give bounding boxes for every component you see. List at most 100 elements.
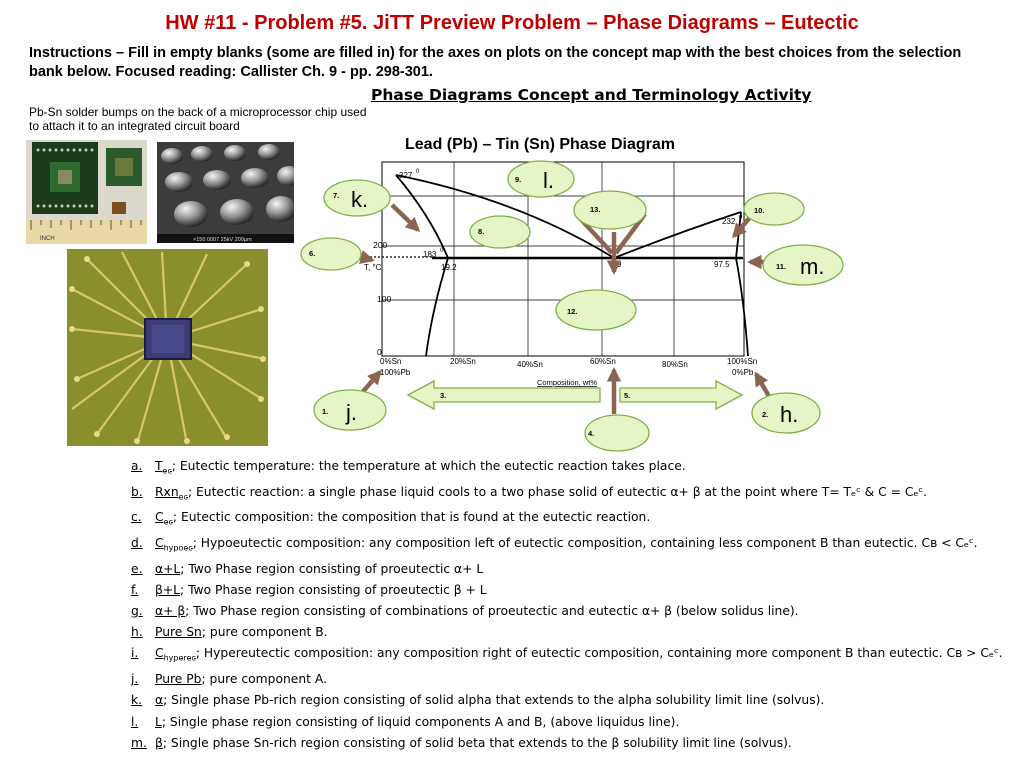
choice-letter: c. bbox=[131, 510, 142, 525]
choice-letter: g. bbox=[131, 604, 143, 619]
balloon-1-answer: j. bbox=[345, 400, 357, 425]
choice-description: ; pure component A. bbox=[201, 672, 327, 687]
choice-item: b. Rxnec; Eutectic reaction: a single pha… bbox=[131, 482, 1003, 508]
choice-term-subscript: hypoec bbox=[163, 543, 193, 553]
balloon-1-number: 1. bbox=[322, 407, 328, 416]
balloon-7-number: 7. bbox=[333, 191, 339, 200]
pb-melting-temp: 327 bbox=[399, 171, 413, 180]
x-tick-100pb: 100%Pb bbox=[380, 368, 411, 377]
choice-term: α+L bbox=[155, 562, 180, 576]
choice-term: Tec bbox=[155, 459, 172, 475]
choice-description: ; pure component B. bbox=[201, 625, 328, 640]
y-tick-100: 100 bbox=[377, 294, 391, 304]
choice-letter: i. bbox=[131, 646, 139, 661]
choice-term-main: L bbox=[155, 714, 162, 729]
liquidus-line-right bbox=[613, 211, 742, 259]
choice-description: ; Eutectic composition: the composition … bbox=[172, 510, 651, 525]
choice-term: β bbox=[155, 736, 163, 750]
balloon-10[interactable] bbox=[743, 192, 805, 226]
choice-item: m. β; Single phase Sn-rich region consist… bbox=[131, 733, 1003, 754]
ruler-label: INCH bbox=[40, 236, 55, 242]
choice-letter: a. bbox=[131, 459, 143, 473]
x-tick-0sn: 0%Sn bbox=[380, 357, 401, 366]
choice-item: a.Tec; Eutectic temperature: the tempera… bbox=[131, 456, 1003, 482]
choice-letter: f. bbox=[131, 582, 139, 597]
choice-term-subscript: ec bbox=[178, 492, 188, 502]
choice-term-main: C bbox=[155, 510, 164, 525]
balloon-9[interactable] bbox=[507, 160, 575, 198]
chip-package-photo: INCH bbox=[26, 140, 147, 244]
balloon-4[interactable] bbox=[584, 414, 650, 452]
x-tick-100sn: 100%Sn bbox=[727, 357, 757, 366]
phase-boundaries bbox=[395, 174, 749, 357]
choice-item: l.L; Single phase region consisting of l… bbox=[131, 712, 1003, 733]
x-tick-20sn: 20%Sn bbox=[450, 357, 476, 366]
choice-letter: e. bbox=[131, 561, 143, 576]
balloon-6[interactable] bbox=[300, 237, 362, 271]
x-tick-40sn: 40%Sn bbox=[517, 360, 543, 369]
beta-limit-label: 97.5 bbox=[714, 260, 730, 269]
balloon-7[interactable] bbox=[323, 179, 391, 217]
choice-description: ; Two Phase region consisting of proeute… bbox=[180, 582, 487, 597]
choice-item: e. α+L; Two Phase region consisting of pr… bbox=[131, 559, 1003, 580]
sn-melting-temp: 232 bbox=[722, 217, 736, 226]
balloon-12-number: 12. bbox=[567, 307, 577, 316]
x-tick-60sn: 60%Sn bbox=[590, 357, 616, 366]
choice-term-main: α+L bbox=[155, 561, 181, 576]
y-tick-0: 0 bbox=[377, 347, 382, 357]
choice-term: Pure Pb bbox=[155, 672, 201, 686]
balloon-10-number: 10. bbox=[754, 206, 764, 215]
balloon-11-answer: m. bbox=[800, 254, 824, 279]
balloon-2-number: 2. bbox=[762, 410, 768, 419]
balloon-11[interactable] bbox=[762, 244, 844, 286]
balloon-11-number: 11. bbox=[776, 262, 786, 271]
balloon-8[interactable] bbox=[469, 215, 531, 249]
choice-item: i.Chyperec; Hypereutectic composition: a… bbox=[131, 643, 1003, 669]
diagram-title: Lead (Pb) – Tin (Sn) Phase Diagram bbox=[405, 136, 675, 153]
choice-letter: m. bbox=[131, 735, 147, 750]
arrow-7 bbox=[390, 203, 421, 232]
page-title: HW #11 - Problem #5. JiTT Preview Proble… bbox=[165, 12, 859, 34]
choice-item: k.α; Single phase Pb-rich region consist… bbox=[131, 690, 1003, 711]
balloon-9-answer: l. bbox=[543, 168, 554, 193]
eutectic-temp-degree: 0 bbox=[440, 248, 444, 254]
choice-term: Chyperec bbox=[155, 646, 196, 662]
solvus-line-left bbox=[425, 257, 449, 357]
circuit-board-photo bbox=[67, 249, 268, 446]
choice-letter: h. bbox=[131, 625, 143, 640]
choice-letter: k. bbox=[131, 693, 143, 708]
choice-term-main: β bbox=[155, 735, 163, 750]
sem-scale-label: ×150 0007 25kV 200µm bbox=[193, 237, 252, 243]
choice-term: Rxnec bbox=[155, 485, 188, 502]
arrow-hypoeutectic bbox=[406, 379, 601, 411]
alpha-limit-label: 19.2 bbox=[441, 263, 457, 272]
choice-letter: j. bbox=[131, 672, 139, 687]
choice-letter: b. bbox=[131, 484, 143, 499]
choice-term: β+L bbox=[155, 583, 180, 597]
solder-bump-sem-photo: ×150 0007 25kV 200µm bbox=[157, 142, 294, 243]
balloon-1[interactable] bbox=[313, 389, 387, 431]
choice-item: j. Pure Pb; pure component A. bbox=[131, 669, 1003, 690]
choice-item: h. Pure Sn; pure component B. bbox=[131, 622, 1003, 643]
activity-title: Phase Diagrams Concept and Terminology A… bbox=[371, 86, 812, 104]
solidus-line-left bbox=[395, 174, 449, 259]
balloon-12[interactable] bbox=[555, 289, 637, 331]
choice-description: ; Single phase Sn-rich region consisting… bbox=[162, 735, 792, 750]
liquidus-line-left bbox=[395, 174, 615, 259]
y-tick-200: 200 bbox=[373, 240, 387, 250]
choice-term-main: Pure Pb bbox=[155, 672, 202, 687]
choice-item: g.α+ β; Two Phase region consisting of c… bbox=[131, 601, 1003, 622]
balloon-7-answer: k. bbox=[351, 187, 368, 212]
choice-term-main: C bbox=[155, 535, 164, 550]
choice-description: ; Two Phase region consisting of proeute… bbox=[180, 561, 484, 576]
balloon-8-number: 8. bbox=[478, 227, 484, 236]
choice-description: ; Eutectic reaction: a single phase liqu… bbox=[187, 484, 928, 499]
choice-term: Pure Sn bbox=[155, 625, 202, 639]
choice-term-main: Pure Sn bbox=[155, 625, 202, 640]
balloon-13[interactable] bbox=[573, 190, 647, 230]
balloon-13-number: 13. bbox=[590, 205, 600, 214]
photo-caption: Pb-Sn solder bumps on the back of a micr… bbox=[29, 105, 367, 133]
balloon-2[interactable] bbox=[751, 392, 821, 434]
x-tick-0pb: 0%Pb bbox=[732, 368, 754, 377]
choice-description: ; Hypoeutectic composition: any composit… bbox=[192, 535, 978, 550]
